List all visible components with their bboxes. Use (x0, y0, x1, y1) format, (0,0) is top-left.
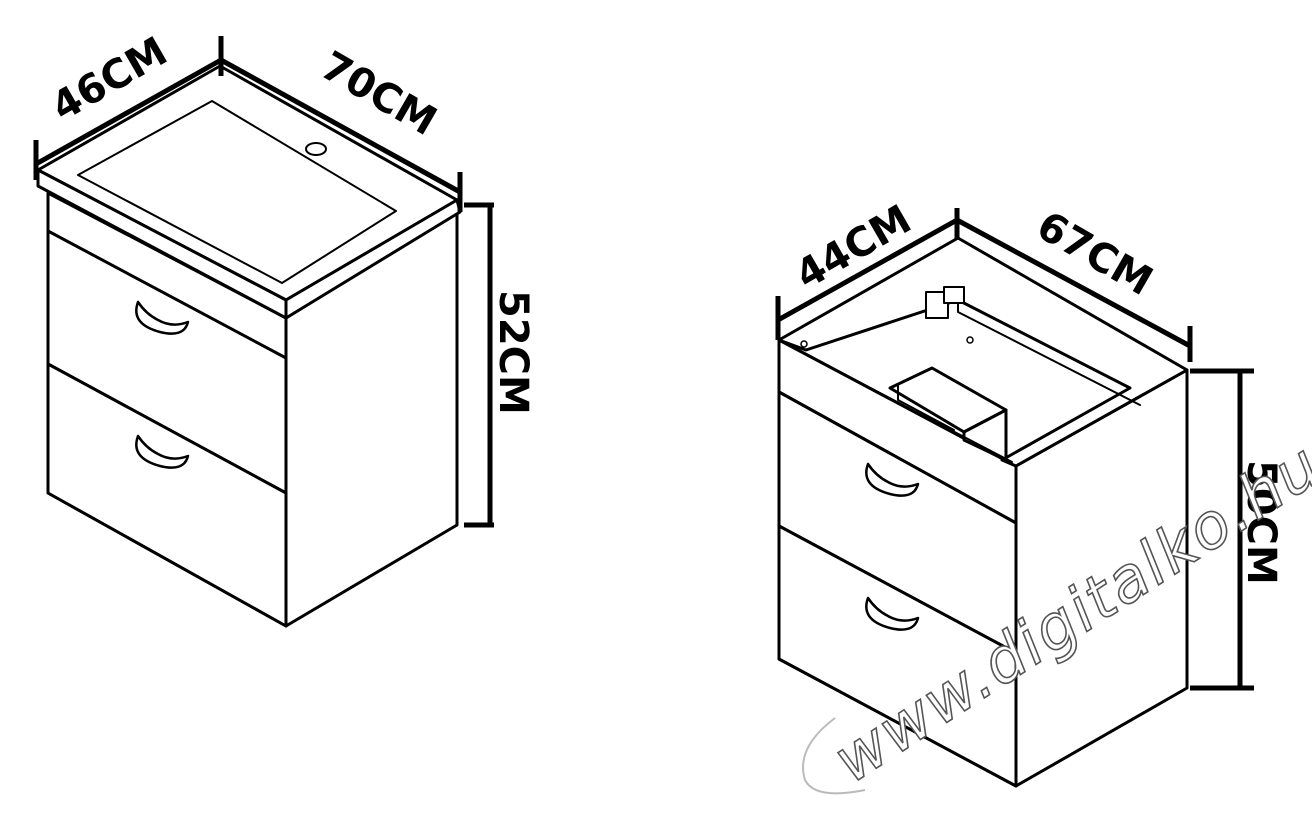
left-height-label: 52CM (490, 290, 536, 415)
screw-hole-icon (966, 336, 974, 344)
left-width-line (219, 57, 462, 195)
right-dimension-lines (775, 208, 1254, 691)
left-vanity-unit (36, 64, 462, 628)
right-depth-line (776, 217, 959, 323)
left-basin-bowl (77, 100, 397, 284)
right-top-handle-icon (865, 462, 920, 497)
hinge-bracket-icon (925, 291, 949, 319)
left-bottom-handle-icon (135, 434, 190, 469)
right-cabinet-unit (777, 236, 1189, 788)
right-inner-box-wall (897, 383, 955, 431)
left-bottom-drawer (46, 362, 288, 628)
hinge-bracket-plate-icon (943, 286, 965, 304)
right-inner-divider (789, 345, 1013, 463)
right-bottom-drawer (777, 524, 1018, 788)
watermark-swoosh (802, 717, 866, 795)
right-height-label: 50CM (1238, 460, 1284, 585)
screw-hole-icon (800, 340, 808, 348)
right-bottom-handle-icon (865, 596, 920, 631)
right-width-line (955, 217, 1192, 349)
left-depth-line (34, 57, 223, 167)
left-dimension-lines (33, 36, 494, 528)
tap-hole-icon (305, 142, 327, 156)
left-top-handle-icon (135, 300, 190, 335)
